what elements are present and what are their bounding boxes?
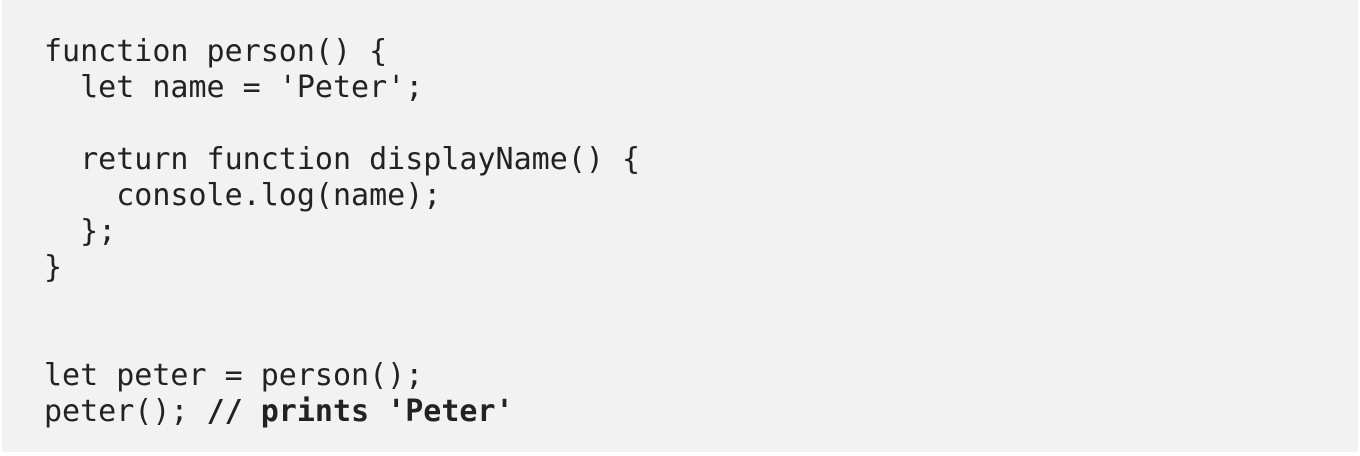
code-line-5: console.log(name); [44, 178, 442, 213]
code-line-4: return function displayName() { [44, 142, 641, 177]
code-line-1: function person() { [44, 34, 388, 69]
code-line-10: let peter = person(); [44, 358, 424, 393]
code-line-8 [44, 286, 1358, 322]
code-comment: // prints 'Peter' [206, 394, 514, 429]
code-line-6: }; [44, 214, 117, 249]
code-line-7: } [44, 250, 63, 285]
code-line-11: peter(); // prints 'Peter' [44, 394, 1358, 430]
code-line-3 [44, 106, 1358, 142]
code-line-2: let name = 'Peter'; [44, 70, 424, 105]
code-call: peter(); [44, 394, 207, 429]
code-line-9 [44, 322, 1358, 358]
